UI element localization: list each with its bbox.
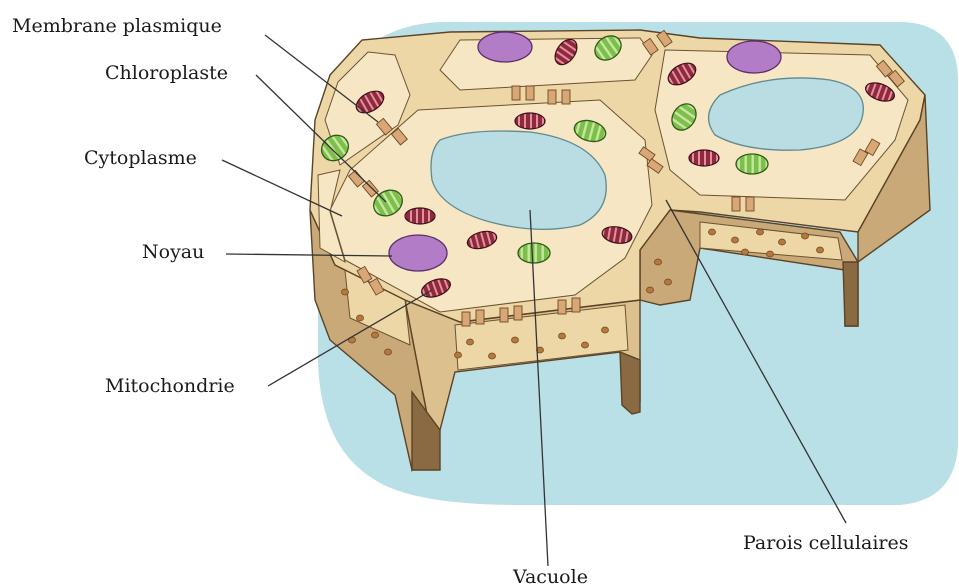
label-parois-cellulaires: Parois cellulaires — [743, 532, 908, 554]
nucleus-top — [478, 32, 532, 62]
label-noyau: Noyau — [142, 241, 204, 263]
label-chloroplaste: Chloroplaste — [105, 62, 228, 84]
nucleus-right — [727, 41, 781, 73]
label-vacuole: Vacuole — [512, 566, 588, 588]
label-mitochondrie: Mitochondrie — [105, 375, 235, 397]
label-membrane-plasmique: Membrane plasmique — [12, 15, 222, 37]
label-cytoplasme: Cytoplasme — [84, 147, 197, 169]
nucleus — [389, 235, 447, 271]
